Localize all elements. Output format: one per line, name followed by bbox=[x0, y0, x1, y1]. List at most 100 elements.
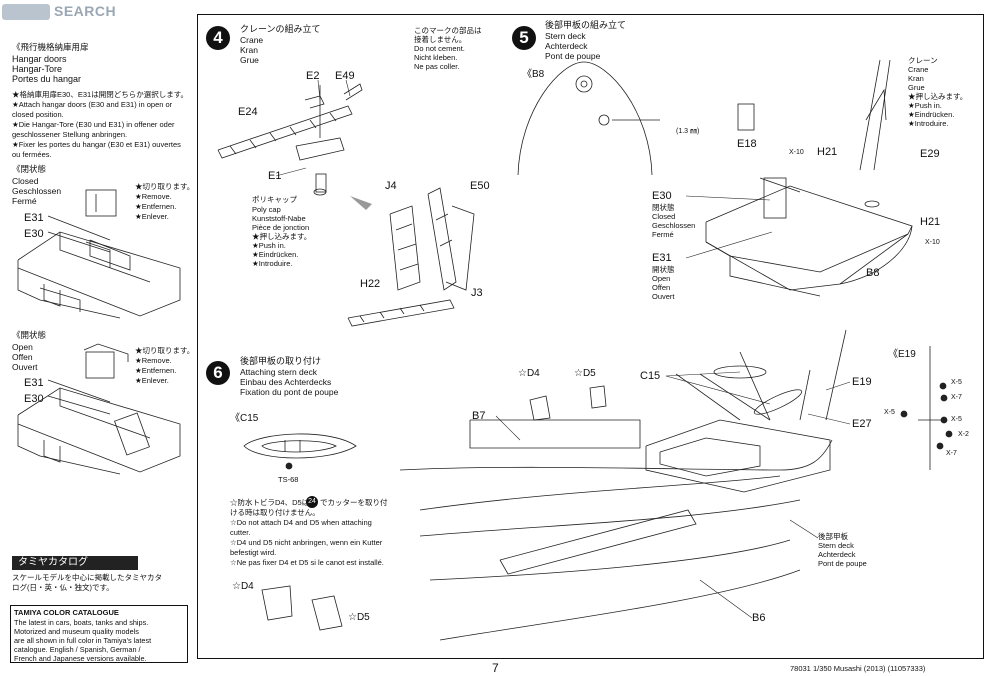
crane-note-3: Kran bbox=[908, 74, 924, 83]
part-c15: C15 bbox=[640, 370, 661, 382]
b8-callout: 《B8 bbox=[522, 69, 545, 80]
page-number: 7 bbox=[492, 661, 499, 675]
part-d5: ☆D5 bbox=[574, 368, 596, 379]
part-j4: J4 bbox=[385, 180, 397, 192]
hangar-line-3: Portes du hangar bbox=[12, 74, 82, 84]
nocement-2: Nicht kleben. bbox=[414, 53, 458, 62]
cutter-note-7: befestigt wird. bbox=[230, 548, 277, 557]
hangar-note-1: ★格納庫用扉E30、E31は開閉どちらか選択します。 bbox=[12, 90, 188, 99]
closed-e31-label: E31 bbox=[24, 212, 44, 224]
step6-number: 6 bbox=[206, 361, 230, 385]
polycap-4: Pièce de jonction bbox=[252, 223, 310, 232]
x-label-2: X-7 bbox=[951, 394, 962, 401]
hangar-title: 《飛行機格納庫用扉 bbox=[12, 42, 89, 52]
hangar-note-6: ★Fixer les portes du hangar (E30 et E31)… bbox=[12, 140, 181, 149]
c15-callout: 《C15 bbox=[230, 413, 259, 424]
e19-callout: 《E19 bbox=[888, 349, 916, 360]
closed-note-4: ★Enlever. bbox=[135, 212, 169, 221]
e31-note-2: Open bbox=[652, 274, 671, 283]
open-note-4: ★Enlever. bbox=[135, 376, 169, 385]
hangar-open-drawing bbox=[17, 343, 181, 475]
boat-c15-drawing bbox=[243, 433, 357, 470]
hangar-note-3: closed position. bbox=[12, 110, 64, 119]
step4-title-2: Kran bbox=[240, 45, 258, 55]
step5-title-jp: 後部甲板の組み立て bbox=[545, 20, 627, 30]
part-e27: E27 bbox=[852, 418, 872, 430]
hangar-note-7: ou fermées. bbox=[12, 150, 52, 159]
closed-line-3: Fermé bbox=[12, 196, 37, 206]
part-h21b: H21 bbox=[920, 216, 941, 228]
step4-panel bbox=[197, 14, 984, 659]
polycap-1: ポリキャップ bbox=[252, 195, 297, 204]
crane-note-1: クレーン bbox=[908, 56, 938, 65]
label-d5-small: ☆D5 bbox=[348, 612, 370, 623]
cutter-note-5: cutter. bbox=[230, 528, 251, 537]
step5-title-2: Achterdeck bbox=[545, 41, 588, 51]
cutter-note-2: でカッターを取り付 bbox=[320, 498, 388, 507]
part-j3: J3 bbox=[471, 287, 483, 299]
catalog-jp-1: スケールモデルを中心に掲載したタミヤカタ bbox=[12, 573, 162, 582]
open-title: 《開状態 bbox=[12, 330, 47, 340]
hangar-line-1: Hangar doors bbox=[12, 54, 67, 64]
open-e31-label: E31 bbox=[24, 377, 44, 389]
part-e19: E19 bbox=[852, 376, 872, 388]
stern-note-3: Achterdeck bbox=[818, 550, 856, 559]
crane-tower-drawing bbox=[347, 187, 475, 327]
step6-title-1: Attaching stern deck bbox=[240, 367, 318, 377]
catalog-box bbox=[10, 605, 188, 663]
step4-title-3: Grue bbox=[240, 55, 259, 65]
stern-note-2: Stern deck bbox=[818, 541, 854, 550]
open-line-3: Ouvert bbox=[12, 362, 38, 372]
part-e1: E1 bbox=[268, 170, 282, 182]
e31-note-4: Ouvert bbox=[652, 292, 675, 301]
catalog-title: TAMIYA COLOR CATALOGUE bbox=[14, 608, 119, 617]
part-d4: ☆D4 bbox=[518, 368, 540, 379]
step5-title-1: Stern deck bbox=[545, 31, 586, 41]
open-note-1: ★切り取ります。 bbox=[135, 346, 195, 355]
step4-number: 4 bbox=[206, 26, 230, 50]
closed-e30-label: E30 bbox=[24, 228, 44, 240]
part-h21a: H21 bbox=[817, 146, 838, 158]
closed-line-2: Geschlossen bbox=[12, 186, 62, 196]
closed-note-2: ★Remove. bbox=[135, 192, 172, 201]
part-b6: B6 bbox=[752, 612, 766, 624]
catalog-line-3: are all shown in full color in Tamiya's … bbox=[14, 636, 152, 645]
stern-note-4: Pont de poupe bbox=[818, 559, 867, 568]
polycap-7: ★Eindrücken. bbox=[252, 250, 299, 259]
step5-number: 5 bbox=[512, 26, 536, 50]
x-label-4: X-5 bbox=[951, 416, 962, 423]
part-e31: E31 bbox=[652, 252, 672, 264]
crane-note-8: ★Introduire. bbox=[908, 119, 949, 128]
crane-jib-drawing bbox=[217, 83, 363, 196]
part-x10a: X-10 bbox=[789, 149, 804, 156]
hangar-closed-drawing bbox=[17, 189, 181, 319]
cutter-note-6: ☆D4 und D5 nicht anbringen, wenn ein Kut… bbox=[230, 538, 383, 547]
part-e24: E24 bbox=[238, 106, 258, 118]
crane-note-2: Crane bbox=[908, 65, 929, 74]
nocement-3: Ne pas coller. bbox=[414, 62, 460, 71]
e31-note-3: Offen bbox=[652, 283, 671, 292]
x-label-5: X-2 bbox=[958, 431, 969, 438]
step5-title-3: Pont de poupe bbox=[545, 51, 601, 61]
polycap-6: ★Push in. bbox=[252, 241, 286, 250]
hangar-note-2: ★Attach hangar doors (E30 and E31) in op… bbox=[12, 100, 173, 109]
step4-title-jp: クレーンの組み立て bbox=[240, 24, 321, 34]
part-e29: E29 bbox=[920, 148, 940, 160]
nocement-jp-2: 接着しません。 bbox=[414, 35, 467, 44]
x-label-6: X-7 bbox=[946, 450, 957, 457]
part-e49: E49 bbox=[335, 70, 355, 82]
watermark-logo: SEARCH bbox=[2, 3, 117, 21]
crane-note-5: ★押し込みます。 bbox=[908, 92, 968, 101]
e30-note-3: Geschlossen bbox=[652, 221, 696, 230]
leader-lines bbox=[275, 79, 851, 619]
polycap-2: Poly cap bbox=[252, 205, 281, 214]
closed-title: 《閉状態 bbox=[12, 164, 47, 174]
catalog-jp-2: ログ(日・英・仏・独文)です。 bbox=[12, 583, 114, 592]
part-x10b: X-10 bbox=[925, 239, 940, 246]
b8-deck-outline bbox=[517, 61, 660, 176]
watermark-text: SEARCH bbox=[54, 3, 117, 19]
nocement-jp-1: このマークの部品は bbox=[414, 26, 482, 35]
mast-e19-drawing bbox=[900, 346, 953, 470]
step6-title-jp: 後部甲板の取り付け bbox=[240, 356, 322, 366]
